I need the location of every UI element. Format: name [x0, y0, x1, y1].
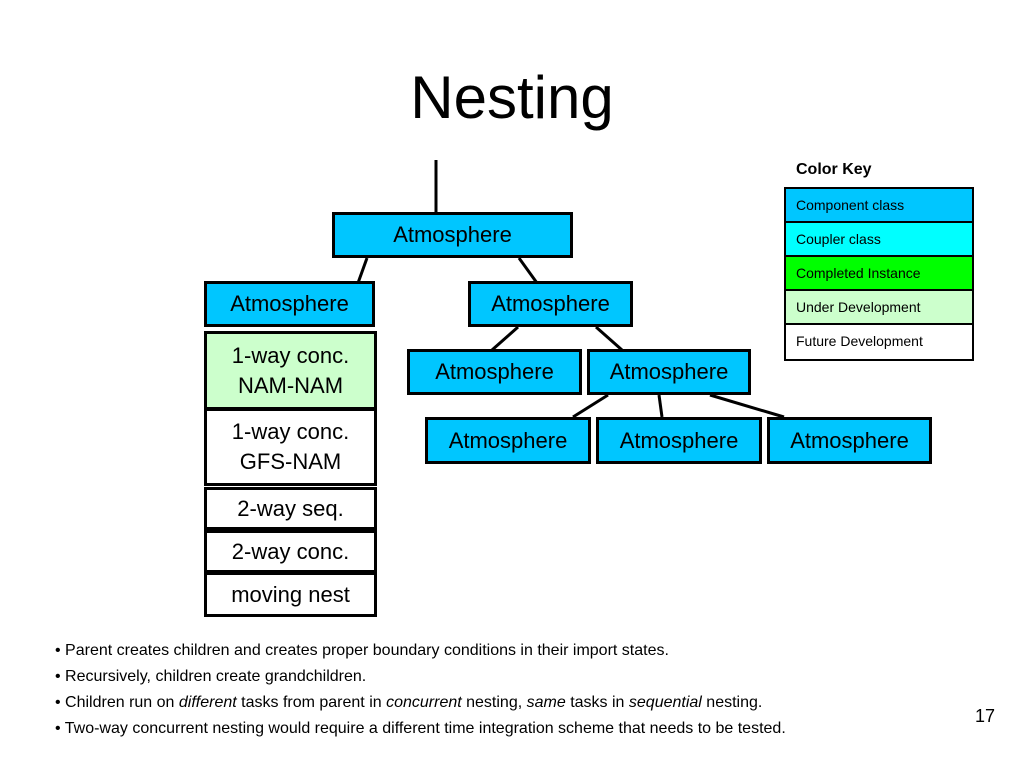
right-right-line	[595, 325, 623, 352]
page-number: 17	[975, 706, 996, 726]
nest-type-line: 2-way seq.	[237, 495, 344, 521]
bullet-text: nesting.	[701, 694, 763, 711]
nest-type-line: GFS-NAM	[239, 449, 342, 474]
color-key-under-development: Under Development	[786, 291, 972, 325]
great-grandchild-atmosphere-node-1: Atmosphere	[425, 417, 591, 464]
grandchild-atmosphere-node-1: Atmosphere	[407, 349, 582, 395]
bullet-item: • Recursively, children create grandchil…	[55, 668, 367, 685]
gc-right-line	[709, 393, 785, 419]
bullet-text: tasks from parent in	[236, 694, 387, 711]
bullet-emphasis: same	[526, 694, 566, 711]
nest-type-line: moving nest	[231, 581, 350, 607]
nest-type-2way-seq: 2-way seq.	[204, 487, 377, 530]
bullet-text: tasks in	[565, 694, 629, 711]
bullet-emphasis: different	[178, 694, 237, 711]
nest-type-line: NAM-NAM	[237, 372, 344, 398]
nest-type-1way-gfs-nam: 1-way conc. GFS-NAM	[204, 408, 377, 486]
great-grandchild-atmosphere-node-3: Atmosphere	[767, 417, 932, 464]
gc-mid-line	[657, 394, 664, 418]
root-left-line	[356, 257, 369, 284]
nest-type-1way-nam-nam: 1-way conc. NAM-NAM	[204, 331, 377, 410]
bullet-emphasis: sequential	[628, 694, 702, 711]
slide-title: Nesting	[410, 64, 614, 131]
color-key-legend: Component class Coupler class Completed …	[784, 187, 974, 361]
left-atmosphere-node: Atmosphere	[204, 281, 375, 327]
nest-type-line: 1-way conc.	[231, 342, 350, 368]
bullet-item: • Two-way concurrent nesting would requi…	[55, 720, 786, 737]
root-atmosphere-node: Atmosphere	[332, 212, 573, 258]
gc-left-line	[572, 393, 609, 419]
great-grandchild-atmosphere-node-2: Atmosphere	[596, 417, 762, 464]
bullet-item: • Children run on different tasks from p…	[55, 690, 975, 716]
bullet-emphasis: concurrent	[386, 694, 462, 711]
nest-type-2way-conc: 2-way conc.	[204, 530, 377, 573]
bullet-list: • Parent creates children and creates pr…	[55, 638, 975, 742]
nest-type-moving-nest: moving nest	[204, 572, 377, 617]
grandchild-atmosphere-node-2: Atmosphere	[587, 349, 751, 395]
color-key-completed-instance: Completed Instance	[786, 257, 972, 291]
root-right-line	[517, 257, 539, 284]
color-key-future-development: Future Development	[786, 325, 972, 359]
right-left-line	[491, 325, 519, 352]
color-key-title: Color Key	[796, 161, 872, 178]
color-key-component-class: Component class	[786, 189, 972, 223]
right-atmosphere-node: Atmosphere	[468, 281, 633, 327]
color-key-coupler-class: Coupler class	[786, 223, 972, 257]
bullet-item: • Parent creates children and creates pr…	[55, 642, 669, 659]
nest-type-line: 1-way conc.	[231, 419, 350, 444]
bullet-text: nesting,	[461, 694, 527, 711]
nest-type-line: 2-way conc.	[231, 538, 350, 564]
bullet-text: • Children run on	[55, 694, 179, 711]
